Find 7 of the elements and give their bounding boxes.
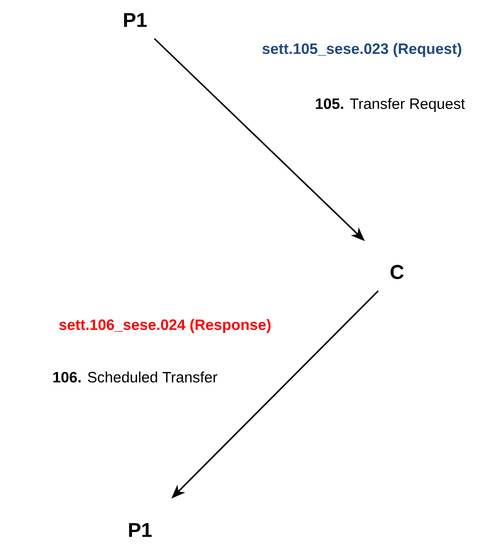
node-label: C (390, 264, 404, 280)
node-label: P1 (129, 523, 152, 537)
message-id: sett.105_sese.023 (Request) (262, 43, 462, 57)
edge-label: 105. Transfer Request (312, 96, 468, 114)
message-id: sett.106_sese.024 (Response) (59, 319, 271, 333)
edge-label: 106. Scheduled Transfer (50, 370, 220, 385)
node-label: P1 (124, 13, 147, 27)
